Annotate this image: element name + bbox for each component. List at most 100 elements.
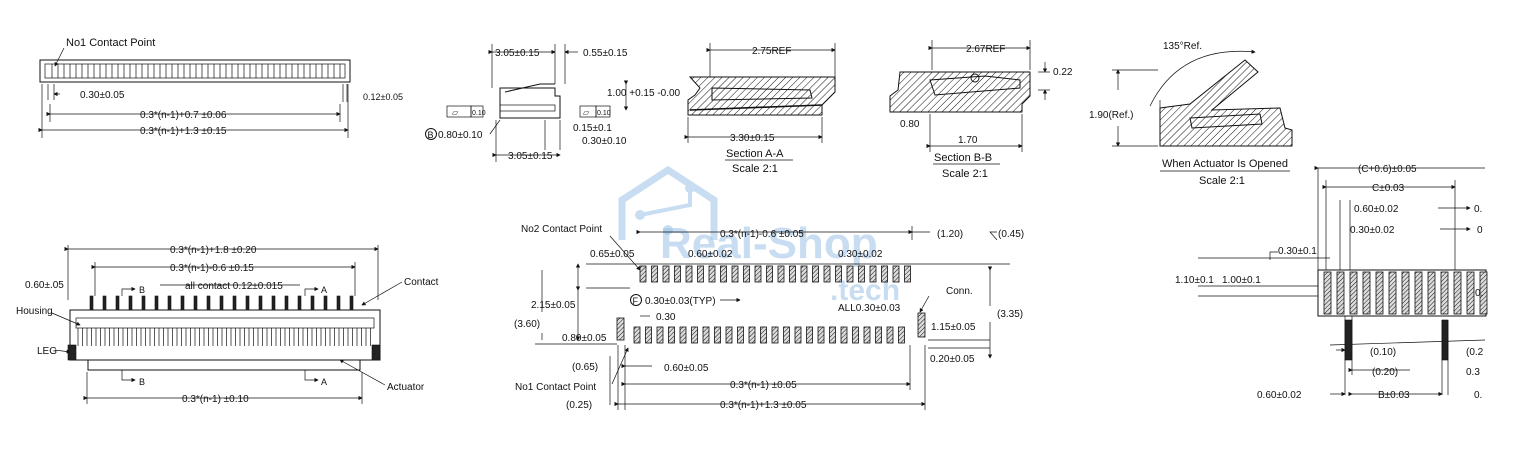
label-housing: Housing <box>16 306 53 317</box>
fp-pad <box>737 326 744 344</box>
front-mark-a-top: A <box>321 285 327 295</box>
fp-pad <box>725 326 733 344</box>
detail-clip-4: (0.2 <box>1466 347 1484 358</box>
actuator-scale: Scale 2:1 <box>1199 175 1245 187</box>
footprint-view: 0.3*(n-1)-0.6 ±0.05 (1.20) (0.45) No2 Co… <box>514 224 1024 411</box>
contact-pin-top <box>128 295 133 311</box>
fp-dim-065: 0.65±0.05 <box>590 249 635 260</box>
secB-title: Section B-B <box>934 152 992 164</box>
fp-dim-top: 0.3*(n-1)-0.6 ±0.05 <box>720 229 804 240</box>
contact-pin-top <box>115 295 120 311</box>
detail-contacts <box>1323 271 1488 315</box>
fp-pad <box>783 326 790 344</box>
contact-pin-top <box>154 295 159 311</box>
fp-dim-360: (3.60) <box>514 319 540 330</box>
detail-pin <box>1427 271 1436 315</box>
fp-pad <box>668 326 675 344</box>
actuator-bar <box>87 359 361 371</box>
contact-pin-top <box>245 295 250 311</box>
fp-pad <box>639 265 647 283</box>
detail-pin <box>1414 271 1423 315</box>
top-view-callout: No1 Contact Point <box>66 37 155 49</box>
secB-dim-lead: 0.80 <box>900 119 920 130</box>
fp-dim-overall: 0.3*(n-1)+1.3 ±0.05 <box>720 400 807 411</box>
top-dim-overall1: 0.3*(n-1)+0.7 ±0.06 <box>140 110 227 121</box>
side-dim-lead: 0.15±0.1 <box>573 123 612 134</box>
detail-dim-c06: (C+0.6)±0.05 <box>1358 164 1417 175</box>
contact-pin-top <box>271 295 276 311</box>
detail-pin <box>1479 271 1488 315</box>
detail-view: (C+0.6)±0.05 C±0.03 0.60±0.02 0.30±0.02 … <box>1175 164 1488 401</box>
actuator-open-view: 135°Ref. 1.90(Ref.) When Actuator Is Ope… <box>1089 41 1293 187</box>
leg-right <box>371 344 381 361</box>
fp-dim-335: (3.35) <box>997 309 1023 320</box>
contact-pin-top <box>167 295 172 311</box>
datum-f-icon <box>630 294 642 306</box>
fp-pad <box>743 265 750 283</box>
side-flatness-left: 0.10 <box>472 110 486 117</box>
fp-callout-conn: Conn. <box>946 286 973 297</box>
contact-pin-top <box>206 295 211 311</box>
detail-pin <box>1388 271 1397 315</box>
actuator-dim-angle: 135°Ref. <box>1163 41 1202 52</box>
fp-dim-045: (0.45) <box>998 229 1024 240</box>
section-b-view: 2.67REF 0.22 0.80 1.70 Section B-B Scale… <box>889 40 1073 180</box>
fp-pad <box>858 265 865 283</box>
detail-pin <box>1401 271 1410 315</box>
fp-pad <box>651 265 658 283</box>
top-view: No1 Contact Point 0.30±0.05 0.12±0.05 0.… <box>38 37 403 138</box>
fp-pad <box>812 265 819 283</box>
fp-mount-right <box>917 312 926 338</box>
secA-scale: Scale 2:1 <box>732 163 778 175</box>
contact-pin-top <box>349 295 354 311</box>
fp-pad <box>685 265 693 283</box>
side-flatness-right: 0.10 <box>597 110 611 117</box>
contact-pin-top <box>310 295 315 311</box>
fp-pad <box>708 265 716 283</box>
fp-pad <box>702 326 710 344</box>
fp-pad <box>875 326 882 344</box>
fp-pad <box>662 265 670 283</box>
fp-dim-120: (1.20) <box>937 229 963 240</box>
front-dim-inner: 0.3*(n-1)-0.6 ±0.15 <box>170 263 254 274</box>
detail-pin <box>1362 271 1371 315</box>
fp-pad <box>806 326 813 344</box>
fp-pad <box>679 326 687 344</box>
actuator-title: When Actuator Is Opened <box>1162 158 1288 170</box>
fp-pad <box>731 265 739 283</box>
fp-dim-065p: (0.65) <box>572 362 598 373</box>
detail-dim-060: 0.60±0.02 <box>1354 204 1399 215</box>
secB-dim-ref: 2.67REF <box>966 44 1005 55</box>
actuator-dim-height: 1.90(Ref.) <box>1089 110 1133 121</box>
detail-lead-right <box>1441 319 1449 361</box>
fp-top-pads <box>639 265 911 283</box>
fp-dim-030-02: 0.30±0.02 <box>838 249 883 260</box>
leg-left <box>67 344 77 361</box>
svg-text:▱: ▱ <box>452 108 459 117</box>
fp-pad <box>886 326 894 344</box>
detail-dim-b: B±0.03 <box>1378 390 1410 401</box>
detail-pin <box>1440 271 1449 315</box>
fp-pad <box>869 265 877 283</box>
top-view-contacts <box>51 64 341 78</box>
detail-clip-1: 0. <box>1474 204 1482 215</box>
fp-pad <box>892 265 900 283</box>
contact-pin-top <box>297 295 302 311</box>
fp-pad <box>697 265 704 283</box>
fp-pad <box>846 265 854 283</box>
side-dim-tail: 0.30±0.10 <box>582 136 627 147</box>
fp-dim-pitch: 0.3*(n-1) ±0.05 <box>730 380 797 391</box>
fp-pad <box>823 265 831 283</box>
fp-pad <box>794 326 802 344</box>
secB-dim-depth: 1.70 <box>958 135 978 146</box>
fp-pad <box>898 326 905 344</box>
front-dim-pitch-total: 0.3*(n-1) ±0.10 <box>182 394 249 405</box>
detail-dim-010: (0.10) <box>1370 347 1396 358</box>
fp-pad <box>863 326 871 344</box>
fp-pad <box>835 265 842 283</box>
detail-dim-020: (0.20) <box>1372 367 1398 378</box>
fp-pad <box>691 326 698 344</box>
label-leg: LEG <box>37 346 57 357</box>
